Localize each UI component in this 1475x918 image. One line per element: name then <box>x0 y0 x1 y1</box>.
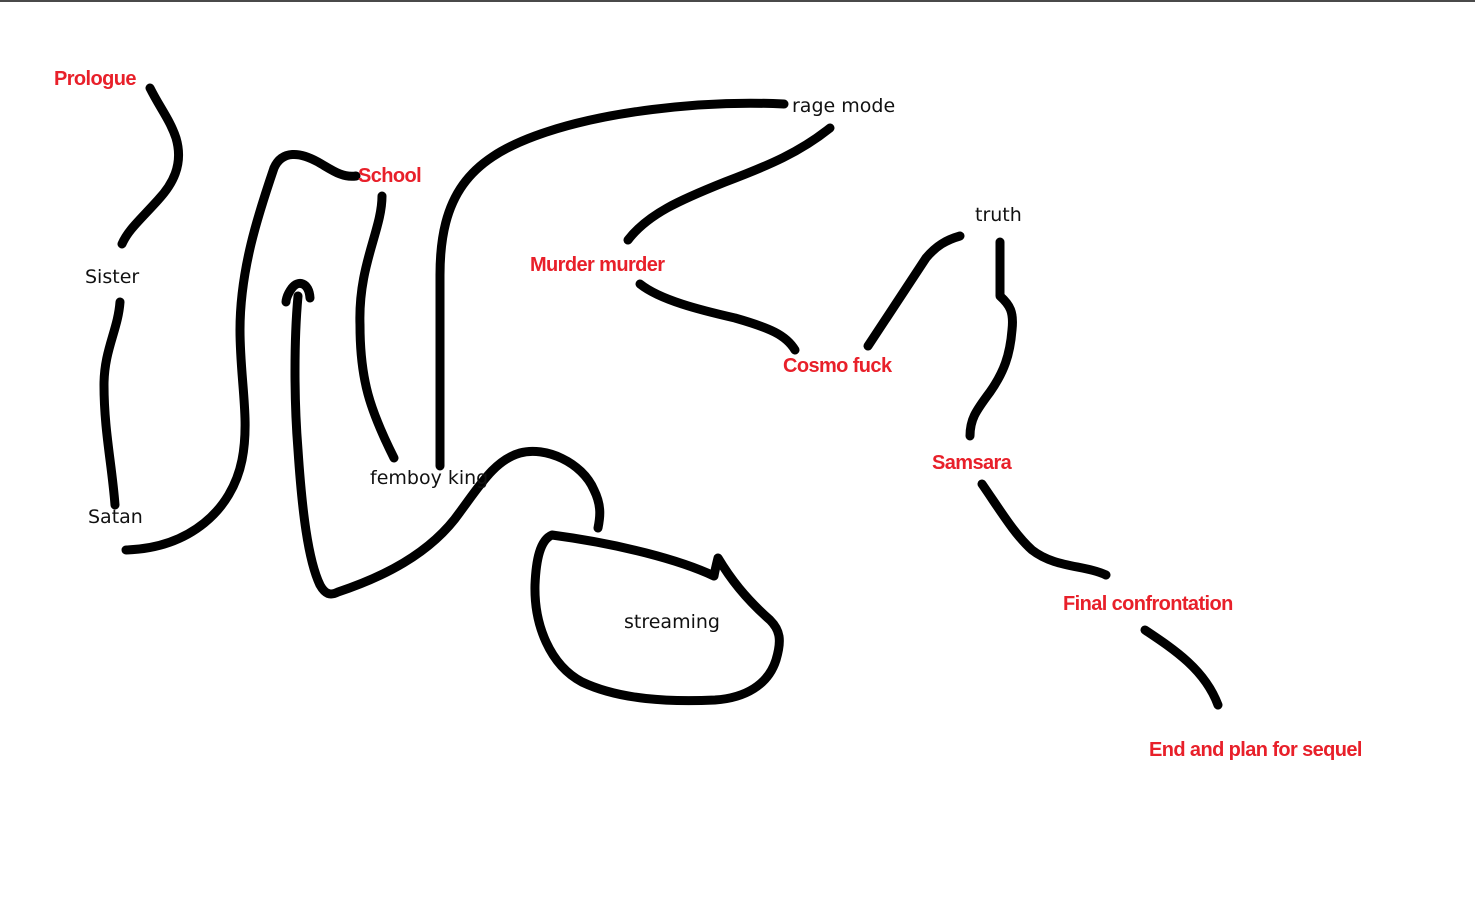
connector-samsara-final <box>977 479 1111 580</box>
connector-arrow-to-streaming <box>281 278 605 599</box>
node-prologue: Prologue <box>54 68 136 90</box>
node-end-and-plan: End and plan for sequel <box>1149 739 1362 761</box>
connector-satan-school <box>121 150 361 555</box>
connector-murder-cosmo <box>635 279 800 355</box>
connector-femboy-rage <box>435 98 789 471</box>
connector-final-end <box>1140 625 1223 710</box>
node-school: School <box>358 165 422 187</box>
node-samsara: Samsara <box>932 452 1012 474</box>
top-border <box>0 0 1475 2</box>
connector-rage-murder <box>623 123 835 245</box>
node-femboy-king: femboy king <box>370 467 489 489</box>
connector-school-femboy <box>355 191 399 463</box>
connector-streaming-loop <box>530 530 784 706</box>
node-murder-murder: Murder murder <box>530 254 665 276</box>
node-final-confrontation: Final confrontation <box>1063 593 1233 615</box>
node-satan: Satan <box>88 506 143 528</box>
node-streaming: streaming <box>624 611 720 633</box>
node-truth: truth <box>975 204 1022 226</box>
node-cosmo-fuck: Cosmo fuck <box>783 355 892 377</box>
node-rage-mode: rage mode <box>792 95 896 117</box>
connector-sister-satan <box>99 297 125 510</box>
connector-prologue-sister <box>117 83 184 249</box>
node-sister: Sister <box>85 266 140 288</box>
connector-truth-samsara <box>965 237 1017 441</box>
connector-cosmo-truth <box>863 231 965 351</box>
